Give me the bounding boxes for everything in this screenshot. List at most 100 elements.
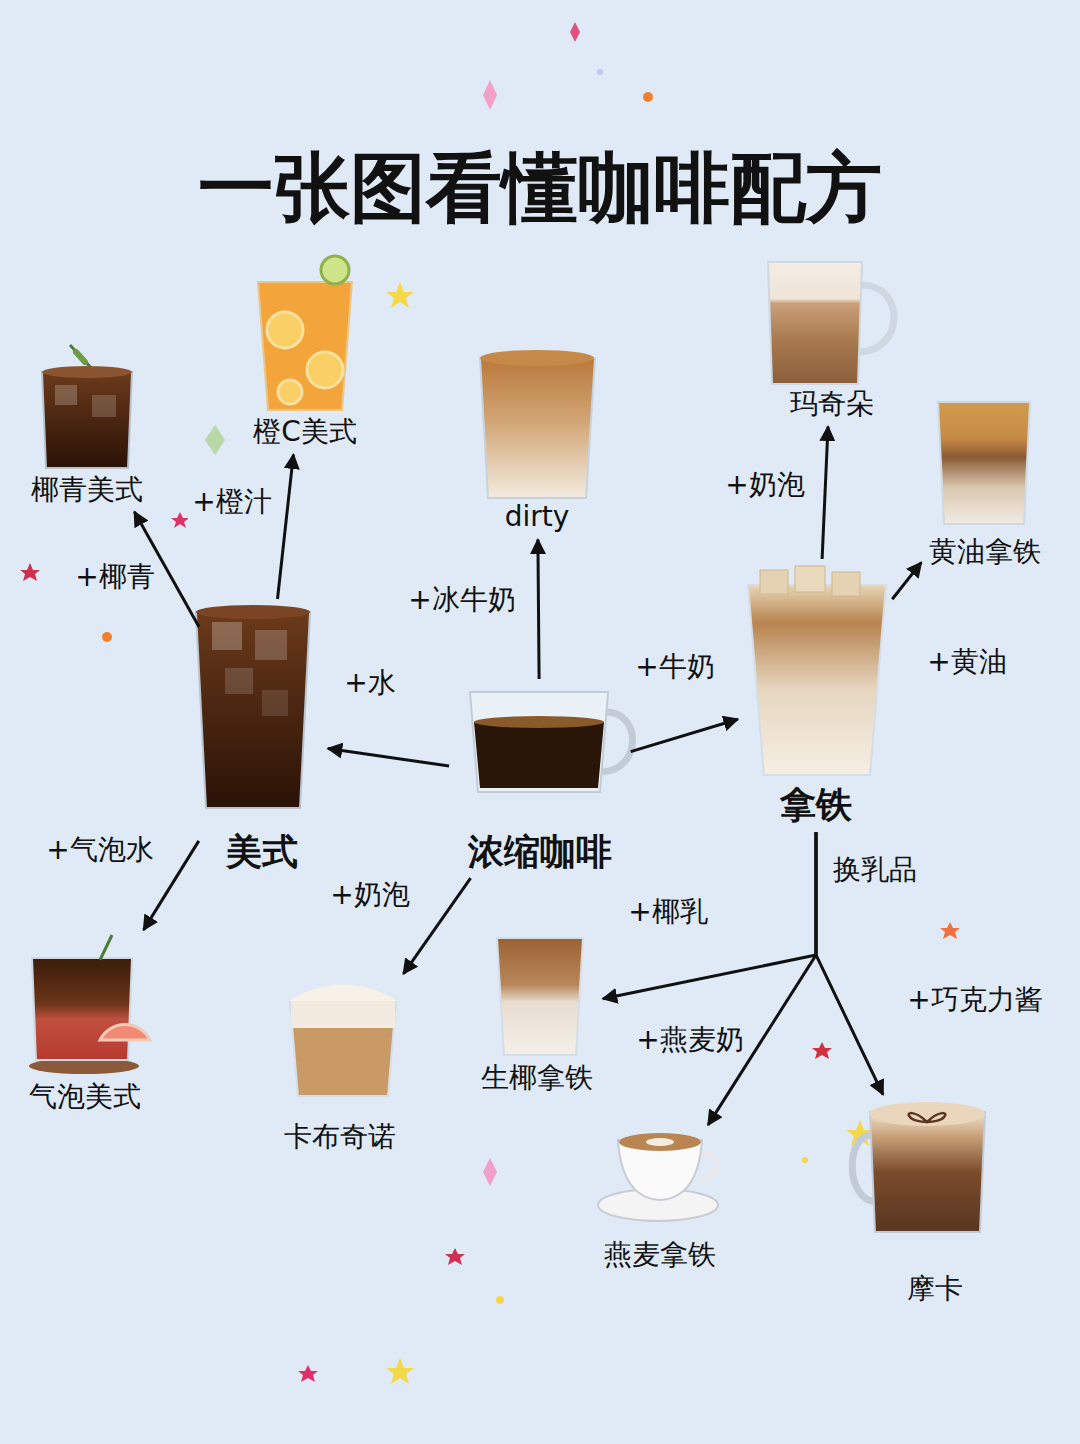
cappuccino-glass xyxy=(288,985,398,1002)
mocha-mug xyxy=(869,1102,985,1126)
coffee-name: 气泡美式 xyxy=(29,1080,141,1114)
sparkling-americano-glass xyxy=(32,958,132,1060)
mocha-mug xyxy=(870,1112,985,1232)
americano-glass xyxy=(225,668,253,694)
espresso-cup xyxy=(474,716,604,728)
orange-americano-glass xyxy=(267,312,303,348)
americano-glass xyxy=(196,605,310,619)
stars xyxy=(171,512,189,528)
coffee-node: 橙C美式 xyxy=(249,250,361,449)
coffee-name: 生椰拿铁 xyxy=(481,1061,593,1095)
recipe-arrow xyxy=(328,749,449,766)
recipe-arrow xyxy=(892,562,921,599)
oat-latte-cup xyxy=(619,1133,701,1151)
stars xyxy=(802,1157,808,1163)
orange-americano-glass xyxy=(307,352,343,388)
coffee-node: 卡布奇诺 xyxy=(280,975,400,1154)
dirty-glass xyxy=(480,358,595,498)
coconut-americano-glass xyxy=(55,385,77,405)
stars xyxy=(570,22,580,42)
coffee-name: 拿铁 xyxy=(780,783,852,826)
coffee-node: dirty xyxy=(477,345,597,534)
latte-cup xyxy=(832,572,860,596)
coffee-node: 燕麦拿铁 xyxy=(595,1130,725,1272)
ingredient-label: +奶泡 xyxy=(721,468,808,502)
ingredient-label: +橙汁 xyxy=(188,485,275,519)
latte-cup xyxy=(795,566,825,592)
stars xyxy=(483,80,497,110)
americano-glass xyxy=(196,605,310,808)
stars xyxy=(483,1158,497,1186)
stars xyxy=(812,1042,832,1059)
americano-glass xyxy=(212,622,242,650)
coffee-node: 美式 xyxy=(202,605,322,873)
americano-glass xyxy=(262,690,288,716)
recipe-arrow xyxy=(631,719,738,751)
ingredient-label: +冰牛奶 xyxy=(404,583,519,617)
ingredient-label: +牛奶 xyxy=(631,650,718,684)
butter-latte-glass xyxy=(938,402,1030,524)
dirty-glass xyxy=(480,350,595,498)
dirty-glass xyxy=(480,350,594,366)
stars xyxy=(940,922,960,939)
latte-cup xyxy=(748,585,886,775)
latte-cup xyxy=(748,566,886,775)
ingredient-label: +巧克力酱 xyxy=(903,983,1046,1017)
americano-glass xyxy=(255,630,287,660)
orange-americano-glass xyxy=(258,256,352,410)
coffee-name: 卡布奇诺 xyxy=(284,1120,396,1154)
espresso-cup xyxy=(470,692,633,792)
coffee-node: 椰青美式 xyxy=(27,348,147,507)
coconut-americano-glass xyxy=(92,395,116,417)
title: 一张图看懂咖啡配方 xyxy=(0,142,1080,233)
recipe-arrow xyxy=(278,455,294,599)
ingredient-label: +椰青 xyxy=(71,560,158,594)
stars xyxy=(298,1365,318,1382)
coconut-americano-glass xyxy=(76,352,85,362)
ingredient-label: +奶泡 xyxy=(326,878,413,912)
oat-latte-cup xyxy=(646,1138,674,1146)
butter-latte-glass xyxy=(938,402,1030,524)
coconut-americano-glass xyxy=(42,366,132,378)
stars xyxy=(597,69,603,75)
coffee-node: 黄油拿铁 xyxy=(925,395,1045,569)
orange-americano-glass xyxy=(258,282,352,410)
ingredient-label: +气泡水 xyxy=(42,833,157,867)
orange-americano-glass xyxy=(278,380,302,404)
coffee-node: 生椰拿铁 xyxy=(477,930,597,1095)
coffee-name: 黄油拿铁 xyxy=(929,535,1041,569)
recipe-arrow xyxy=(603,832,816,999)
coffee-name: 燕麦拿铁 xyxy=(604,1238,716,1272)
ingredient-label: +椰乳 xyxy=(624,895,711,929)
cappuccino-glass xyxy=(291,1000,395,1028)
coffee-name: 椰青美式 xyxy=(31,473,143,507)
ingredient-label: +燕麦奶 xyxy=(632,1023,747,1057)
coconut-latte-glass xyxy=(497,938,583,1055)
coffee-name: dirty xyxy=(505,500,570,534)
ingredient-label: +黄油 xyxy=(923,645,1010,679)
coffee-node: 玛奇朵 xyxy=(757,255,907,421)
stars xyxy=(102,632,112,642)
recipe-arrow xyxy=(708,832,816,1125)
mocha-mug xyxy=(852,1102,985,1232)
coffee-name: 摩卡 xyxy=(907,1272,963,1306)
coffee-name: 橙C美式 xyxy=(253,415,357,449)
coffee-node: 摩卡 xyxy=(860,1100,1010,1306)
recipe-arrow xyxy=(538,540,539,679)
coffee-node: 气泡美式 xyxy=(23,935,148,1114)
stars xyxy=(496,1296,504,1304)
stars xyxy=(20,563,40,581)
macchiato-mug xyxy=(768,262,862,384)
oat-latte-cup xyxy=(598,1133,718,1221)
coffee-name: 玛奇朵 xyxy=(790,387,874,421)
sparkling-americano-glass xyxy=(29,935,150,1074)
coconut-americano-glass xyxy=(42,345,132,468)
stars xyxy=(643,92,653,102)
stars xyxy=(386,1358,414,1384)
coffee-name: 浓缩咖啡 xyxy=(468,830,612,873)
recipe-arrow xyxy=(822,427,828,559)
macchiato-mug xyxy=(860,285,894,352)
americano-glass xyxy=(196,612,310,808)
sparkling-americano-glass xyxy=(100,935,112,960)
